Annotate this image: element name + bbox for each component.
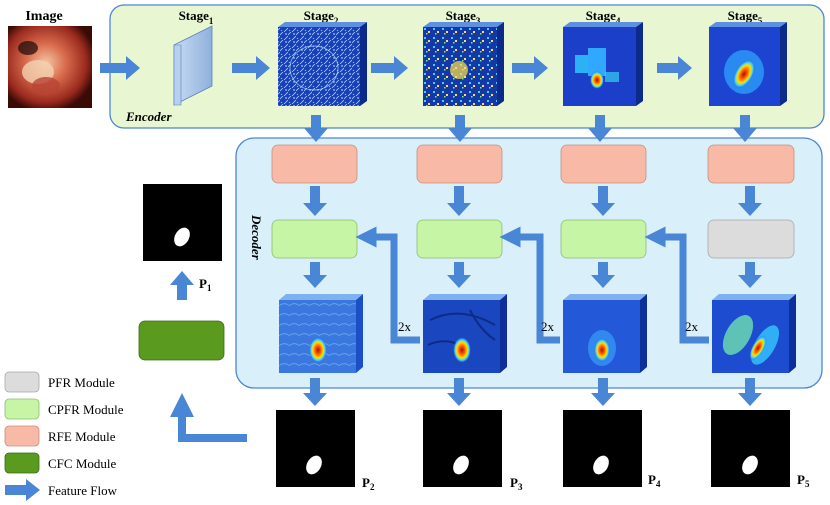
decoder-label: Decoder — [249, 214, 264, 261]
input-label: Image — [25, 9, 62, 24]
stage-1-plate — [173, 25, 213, 106]
cfc-module — [138, 320, 225, 361]
input-endoscopy-image — [8, 26, 92, 108]
encoder-to-decoder-arrows — [304, 115, 757, 142]
legend-label-cfc: CFC Module — [48, 456, 116, 471]
stage-label-2: Stage2 — [304, 8, 339, 26]
legend-label-flow: Feature Flow — [48, 483, 118, 498]
stage-label-3: Stage3 — [446, 8, 481, 26]
cpfr-module-1 — [271, 219, 358, 259]
decoder-panel — [235, 137, 823, 389]
map-to-output-arrows — [303, 378, 762, 406]
pfr-module — [707, 219, 795, 259]
legend-arrow-icon — [5, 479, 40, 501]
legend-swatch-pfr — [4, 371, 40, 393]
stage-2-feature-map — [278, 22, 367, 106]
decoder-map-3 — [423, 294, 507, 373]
stage-3-feature-map — [423, 22, 504, 106]
output-mask-2 — [276, 410, 355, 487]
cpfr-module-2 — [416, 219, 503, 259]
rfe-module-1 — [271, 144, 358, 184]
decoder-map-2 — [279, 294, 363, 373]
stage-label-4: Stage4 — [586, 8, 621, 26]
legend-swatch-cfc — [4, 452, 40, 474]
legend-swatch-cpfr — [4, 398, 40, 420]
stage-4-feature-map — [563, 22, 643, 106]
legend-label-rfe: RFE Module — [48, 429, 116, 444]
rfe-module-4 — [707, 144, 795, 184]
cpfr-module-3 — [560, 219, 647, 259]
upsample-connections — [355, 226, 709, 344]
legend-swatch-rfe — [4, 425, 40, 447]
encoder-arrows — [100, 56, 692, 80]
legend-label-pfr: PFR Module — [48, 375, 115, 390]
upsample-label-2: 2x — [541, 319, 555, 334]
decoder-map-4 — [563, 294, 647, 373]
cfc-to-p1-arrow — [170, 271, 194, 300]
output-label-4: P4 — [648, 472, 661, 489]
upsample-label-1: 2x — [398, 319, 412, 334]
rfe-to-refine-arrows — [303, 186, 762, 216]
aggregation-arrow — [170, 393, 247, 442]
output-label-1: P1 — [199, 276, 212, 293]
output-mask-3 — [423, 410, 502, 487]
output-label-2: P2 — [362, 475, 375, 492]
output-mask-1 — [143, 184, 222, 261]
legend-label-cpfr: CPFR Module — [48, 402, 124, 417]
encoder-label: Encoder — [125, 109, 172, 124]
output-mask-5 — [711, 410, 790, 487]
decoder-map-5 — [712, 294, 796, 373]
output-mask-4 — [563, 410, 642, 487]
rfe-module-2 — [416, 144, 503, 184]
output-label-5: P5 — [797, 472, 810, 489]
output-label-3: P3 — [510, 475, 523, 492]
refine-to-map-arrows — [303, 262, 762, 288]
legend: PFR Module CPFR Module RFE Module CFC Mo… — [4, 371, 124, 501]
stage-5-feature-map — [709, 22, 787, 106]
rfe-module-3 — [560, 144, 647, 184]
rfe-modules — [271, 144, 795, 184]
upsample-label-3: 2x — [685, 319, 699, 334]
stage-label-1: Stage1 — [179, 8, 214, 26]
stage-label-5: Stage5 — [728, 8, 763, 26]
